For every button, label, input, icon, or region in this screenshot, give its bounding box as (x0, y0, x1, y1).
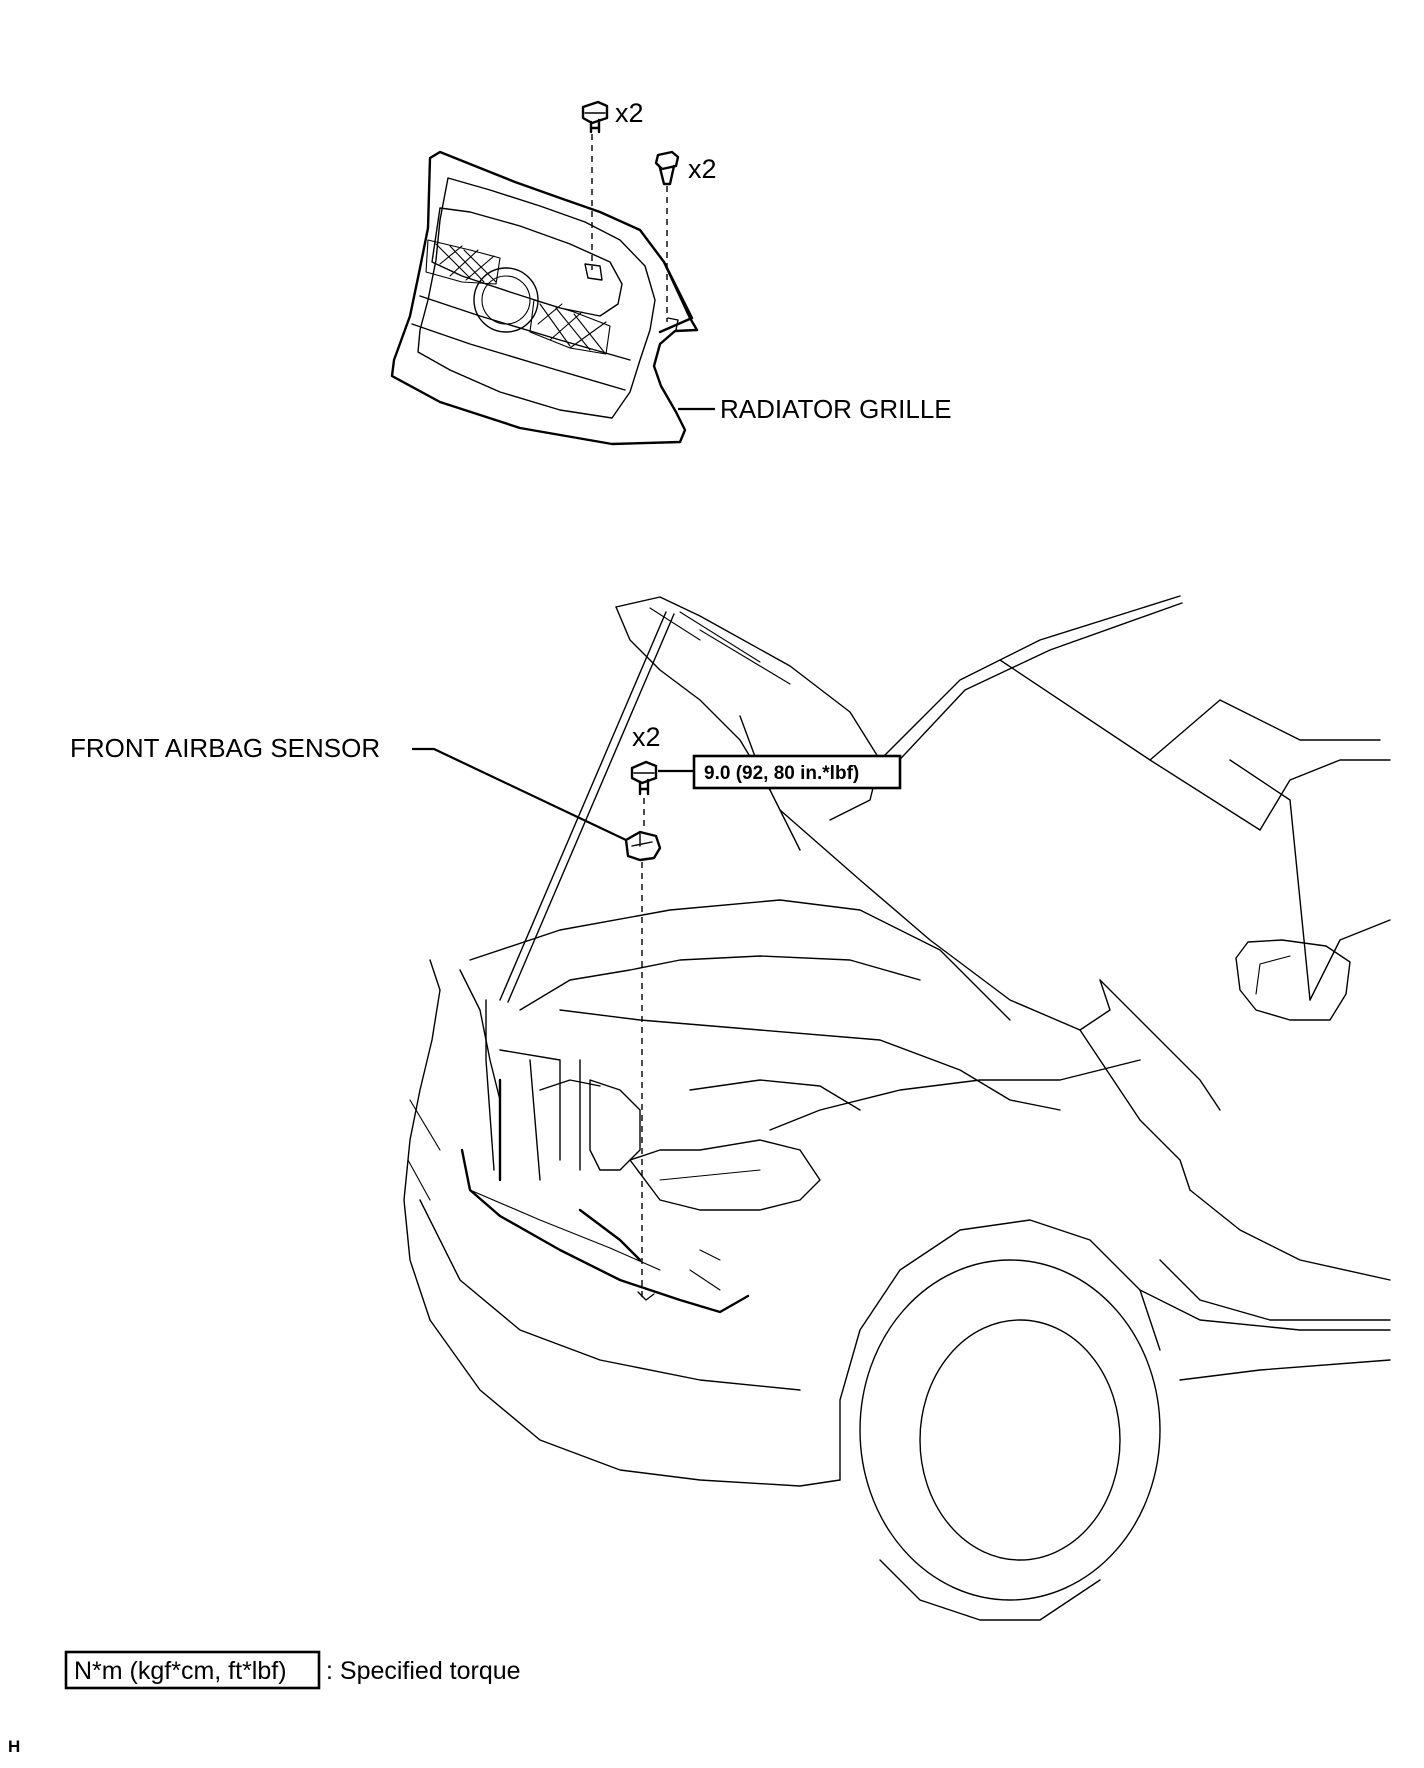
grille-clip-qty: x2 (688, 154, 717, 184)
sensor-mount-point (637, 1291, 655, 1301)
sensor-bolt-icon (630, 760, 658, 796)
grille-bolt-icon (581, 100, 609, 134)
legend-key-text: N*m (kgf*cm, ft*lbf) (74, 1657, 287, 1685)
torque-spec-value: 9.0 (92, 80 in.*lbf) (704, 763, 859, 784)
front-airbag-sensor-icon (624, 830, 662, 862)
vehicle-drawing (403, 595, 1391, 1621)
radiator-grille-drawing (390, 150, 699, 446)
grille-bolt-qty: x2 (615, 98, 644, 128)
front-airbag-sensor-label: FRONT AIRBAG SENSOR (70, 733, 380, 763)
front-airbag-sensor-leader (412, 747, 627, 841)
corner-letter: H (8, 1737, 20, 1756)
torque-spec-box (692, 754, 902, 790)
legend-key-box (64, 1650, 321, 1690)
sensor-bolt-qty: x2 (632, 722, 661, 752)
legend-description: : Specified torque (326, 1657, 521, 1685)
grille-clip-icon (654, 150, 680, 186)
radiator-grille-label: RADIATOR GRILLE (720, 394, 952, 424)
